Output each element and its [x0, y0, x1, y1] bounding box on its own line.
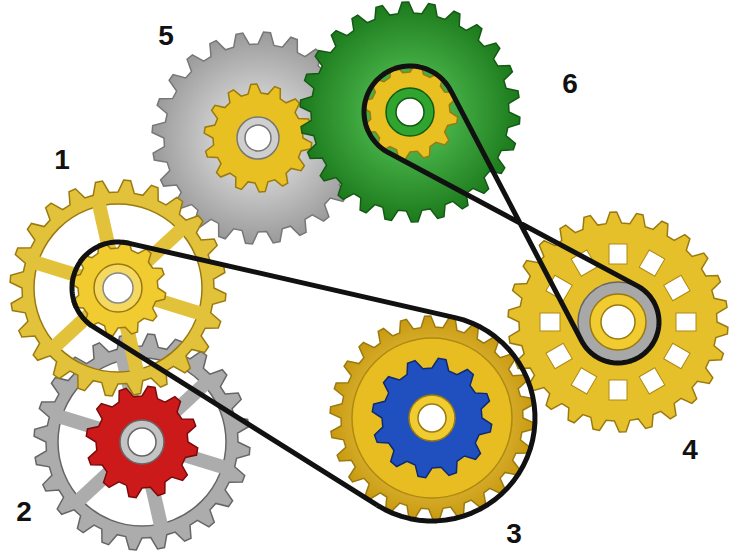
callout-number: 1: [52, 145, 72, 175]
gear-hub: [94, 264, 142, 312]
axle-hole: [418, 404, 446, 432]
gear-window: [609, 380, 627, 400]
axle-hole: [601, 305, 635, 339]
gear-window: [664, 275, 690, 301]
gear-hub: [409, 395, 455, 441]
belts: [72, 66, 659, 521]
callout-number: 5: [156, 21, 176, 51]
yellow-pinion: [204, 84, 312, 192]
gear-window: [609, 244, 627, 264]
axle-hole: [128, 428, 156, 456]
callout-number: 6: [560, 69, 580, 99]
drive-belt: [72, 242, 535, 521]
callout-number: 2: [14, 497, 34, 527]
gear-window: [540, 313, 560, 331]
gear-window: [546, 343, 572, 369]
gear-face: [352, 338, 512, 498]
green-gear: [300, 2, 520, 222]
axle-hole: [103, 273, 133, 303]
gear-window: [676, 313, 696, 331]
gear-window: [639, 250, 665, 276]
gear-hub: [237, 117, 279, 159]
blue-pinion: [372, 358, 491, 477]
gear-window: [571, 368, 597, 394]
drive-belt: [364, 66, 659, 363]
hub-ring: [590, 294, 646, 350]
gear-window: [664, 343, 690, 369]
gears: [10, 2, 728, 550]
gear-hub: [386, 88, 434, 136]
yellow-windowed-gear: [508, 212, 728, 432]
callout-number: 3: [504, 519, 524, 549]
axle-hole: [245, 125, 271, 151]
gear-hub: [120, 420, 164, 464]
gear-window: [639, 368, 665, 394]
callout-number: 4: [680, 435, 700, 465]
yellow-spoked-gear: [10, 180, 226, 396]
axle-hole: [396, 98, 424, 126]
red-pinion: [86, 386, 197, 497]
